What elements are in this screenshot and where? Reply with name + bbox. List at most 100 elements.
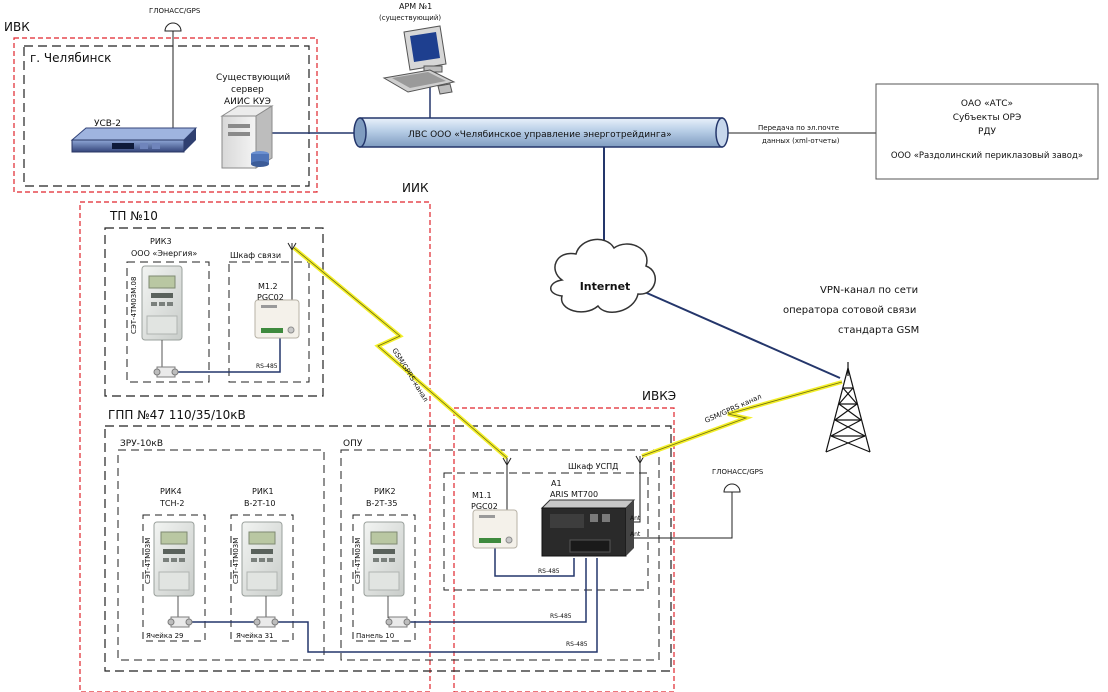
tp10-antenna-icon xyxy=(287,242,297,252)
gsm-label-left: GSM/GPRS-канал xyxy=(390,347,429,403)
m11-rs485-line xyxy=(494,548,575,577)
rik4-connector-icon xyxy=(167,616,193,628)
chelyabinsk-zone-border xyxy=(23,45,310,187)
rik2-box xyxy=(352,514,416,642)
rik3-box xyxy=(126,261,210,383)
rik2-label-2: В-2Т-35 xyxy=(366,499,397,508)
lan-label: ЛВС ООО «Челябинское управление энерготр… xyxy=(408,130,672,140)
ant-label-2: Ant xyxy=(630,531,641,538)
tp10-modem-icon xyxy=(254,299,300,339)
rik1-connector-icon xyxy=(253,616,279,628)
chelyabinsk-label: г. Челябинск xyxy=(30,51,111,65)
aris-mt700-icon xyxy=(540,499,636,557)
rik1-label-2: В-2Т-10 xyxy=(244,499,275,508)
rik4-meter-type: СЭТ-4ТМ03М xyxy=(144,538,152,584)
arm-label-1: АРМ №1 xyxy=(399,2,432,11)
rik3-connector-icon xyxy=(153,366,179,378)
rik2-connector-icon xyxy=(385,616,411,628)
tp10-rs485-line xyxy=(176,336,281,373)
ivke-glonass-antenna-icon xyxy=(723,483,741,493)
external-line-3: РДУ xyxy=(978,127,996,137)
tp10-cabinet-box xyxy=(228,261,310,383)
rik1-label-1: РИК1 xyxy=(252,487,274,496)
zru-label: ЗРУ-10кВ xyxy=(120,439,163,449)
m11-modem-icon xyxy=(472,509,518,549)
uspd-cabinet-box xyxy=(443,472,649,591)
m11-label-2: PGC02 xyxy=(471,502,498,511)
ivk-glonass-antenna-icon xyxy=(164,22,182,32)
gpp-zone-border xyxy=(104,425,672,672)
server-label-1: Существующий xyxy=(216,73,290,83)
gsm-lightning-left-edge xyxy=(293,247,508,459)
rik3-meter-icon xyxy=(141,265,183,341)
cell29-label: Ячейка 29 xyxy=(146,632,184,640)
internet-tower-link xyxy=(639,289,841,379)
rik1-box xyxy=(230,514,294,642)
usv2-label: УСВ-2 xyxy=(94,119,121,129)
ivke-gps-line xyxy=(632,492,733,539)
panel10-label: Панель 10 xyxy=(356,632,394,640)
arm-label-2: (существующий) xyxy=(379,14,441,22)
internet-label: Internet xyxy=(580,280,631,293)
vpn-label-3: стандарта GSM xyxy=(838,325,919,336)
transfer-label-1: Передача по эл.почте xyxy=(758,124,839,132)
m11-label-1: М1.1 xyxy=(472,491,492,500)
rik2-meter-type: СЭТ-4ТМ03М xyxy=(354,538,362,584)
opu-rs485-line xyxy=(408,558,587,623)
ant-label-1: Ant xyxy=(630,515,641,522)
rik4-label-2: ТСН-2 xyxy=(159,499,184,508)
ivk-glonass-label: ГЛОНАСС/GPS xyxy=(149,7,201,15)
rik1-meter-icon xyxy=(241,521,283,597)
tp10-rs485-label: RS-485 xyxy=(256,363,278,370)
rik2-label-1: РИК2 xyxy=(374,487,396,496)
iik-zone-border xyxy=(79,201,431,692)
rs485-label-c: RS-485 xyxy=(566,641,588,648)
ivke-glonass-label: ГЛОНАСС/GPS xyxy=(712,468,764,476)
gpp-label: ГПП №47 110/35/10кВ xyxy=(108,408,246,422)
ivke-zone-border xyxy=(453,407,675,692)
rs485-label-b: RS-485 xyxy=(550,613,572,620)
ivke-antenna-icon-2 xyxy=(635,455,645,465)
rik3-label-2: ООО «Энергия» xyxy=(131,249,197,258)
rik4-meter-icon xyxy=(153,521,195,597)
lan-bus xyxy=(353,117,729,148)
rik3-meter-type: СЭТ-4ТМ03М.08 xyxy=(130,277,138,334)
server-label-3: АИИС КУЭ xyxy=(224,97,271,107)
m12-label-2: PGC02 xyxy=(257,293,284,302)
external-recipients-box xyxy=(875,83,1099,180)
arm-computer-icon xyxy=(382,25,456,95)
external-line-1: ОАО «АТС» xyxy=(961,99,1013,109)
gsm-tower-icon xyxy=(825,362,871,453)
vpn-label-1: VPN-канал по сети xyxy=(820,285,918,296)
iik-zone-label: ИИК xyxy=(402,181,429,195)
rik4-box xyxy=(142,514,206,642)
rik4-label-1: РИК4 xyxy=(160,487,182,496)
vpn-label-2: оператора сотовой связи xyxy=(783,305,916,316)
server-label-2: сервер xyxy=(231,85,264,95)
m12-label-1: М1.2 xyxy=(258,282,278,291)
uspd-cabinet-label: Шкаф УСПД xyxy=(568,462,618,471)
tp10-zone-border xyxy=(104,227,324,397)
rik2-meter-icon xyxy=(363,521,405,597)
external-line-2: Субъекты ОРЭ xyxy=(953,113,1022,123)
rs485-label-a: RS-485 xyxy=(538,568,560,575)
a1-label-2: ARIS MT700 xyxy=(550,490,598,499)
tp10-label: ТП №10 xyxy=(109,209,158,223)
opu-label: ОПУ xyxy=(343,439,363,449)
rik1-meter-type: СЭТ-4ТМ03М xyxy=(232,538,240,584)
ivke-antenna-icon-1 xyxy=(502,457,512,467)
transfer-label-2: данных (xml-отчеты) xyxy=(762,137,840,145)
internet-cloud-icon xyxy=(550,238,656,313)
cell31-label: Ячейка 31 xyxy=(236,632,274,640)
ant-line-1 xyxy=(632,456,641,523)
a1-label-1: А1 xyxy=(551,479,562,488)
gsm-lightning-right-edge xyxy=(641,381,843,457)
rik3-label-1: РИК3 xyxy=(150,237,172,246)
external-line-4: ООО «Раздолинский периклазовый завод» xyxy=(891,151,1083,161)
ivke-zone-label: ИВКЭ xyxy=(642,389,676,403)
server-icon xyxy=(220,105,274,169)
ivk-zone-border xyxy=(13,37,318,193)
tp10-cabinet-label: Шкаф связи xyxy=(230,251,281,260)
usv2-device-icon xyxy=(70,127,198,153)
